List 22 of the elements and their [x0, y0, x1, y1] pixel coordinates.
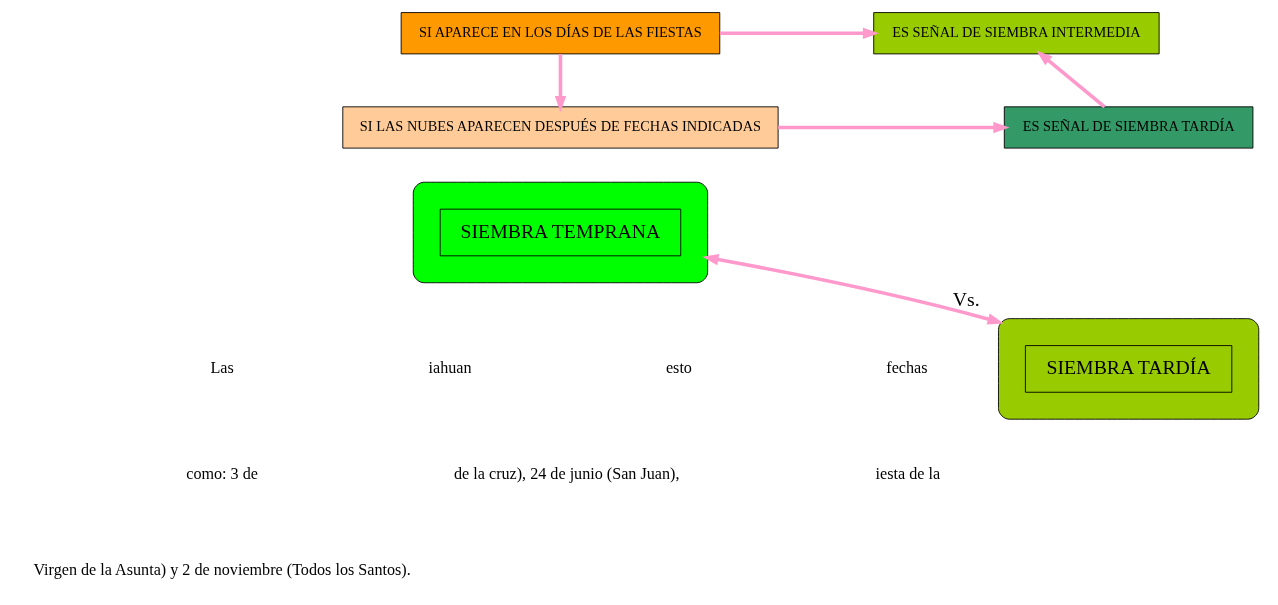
label: iahuan [428, 358, 472, 376]
arrow [554, 53, 567, 113]
arrow [1036, 50, 1106, 109]
node-box: SIEMBRA TARDÍA [1024, 345, 1233, 393]
label: Las [210, 358, 234, 376]
node-box: SI APARECE EN LOS DÍAS DE LAS FIESTAS [400, 12, 721, 55]
cluster [998, 318, 1260, 420]
label: fechas [886, 358, 928, 376]
node-box: SIEMBRA TEMPRANA [439, 208, 682, 257]
label: de la cruz), 24 de junio (San Juan), [454, 464, 680, 482]
node-box: ES SEÑAL DE SIEMBRA INTERMEDIA [873, 12, 1160, 55]
arrow [719, 27, 880, 39]
label: como: 3 de [186, 464, 258, 482]
arrow [778, 121, 1010, 134]
node-box: SI LAS NUBES APARECEN DESPUÉS DE FECHAS INDICADAS [342, 106, 779, 149]
label: esto [665, 358, 692, 376]
label: Virgen de la Asunta) y 2 de noviembre (Todos los Santos). [33, 560, 411, 578]
node-box: ES SEÑAL DE SIEMBRA TARDÍA [1003, 106, 1254, 149]
cluster [412, 181, 709, 284]
label: iesta de la [875, 464, 941, 482]
arrow [702, 254, 1004, 325]
edge-label: Vs. [952, 287, 980, 310]
